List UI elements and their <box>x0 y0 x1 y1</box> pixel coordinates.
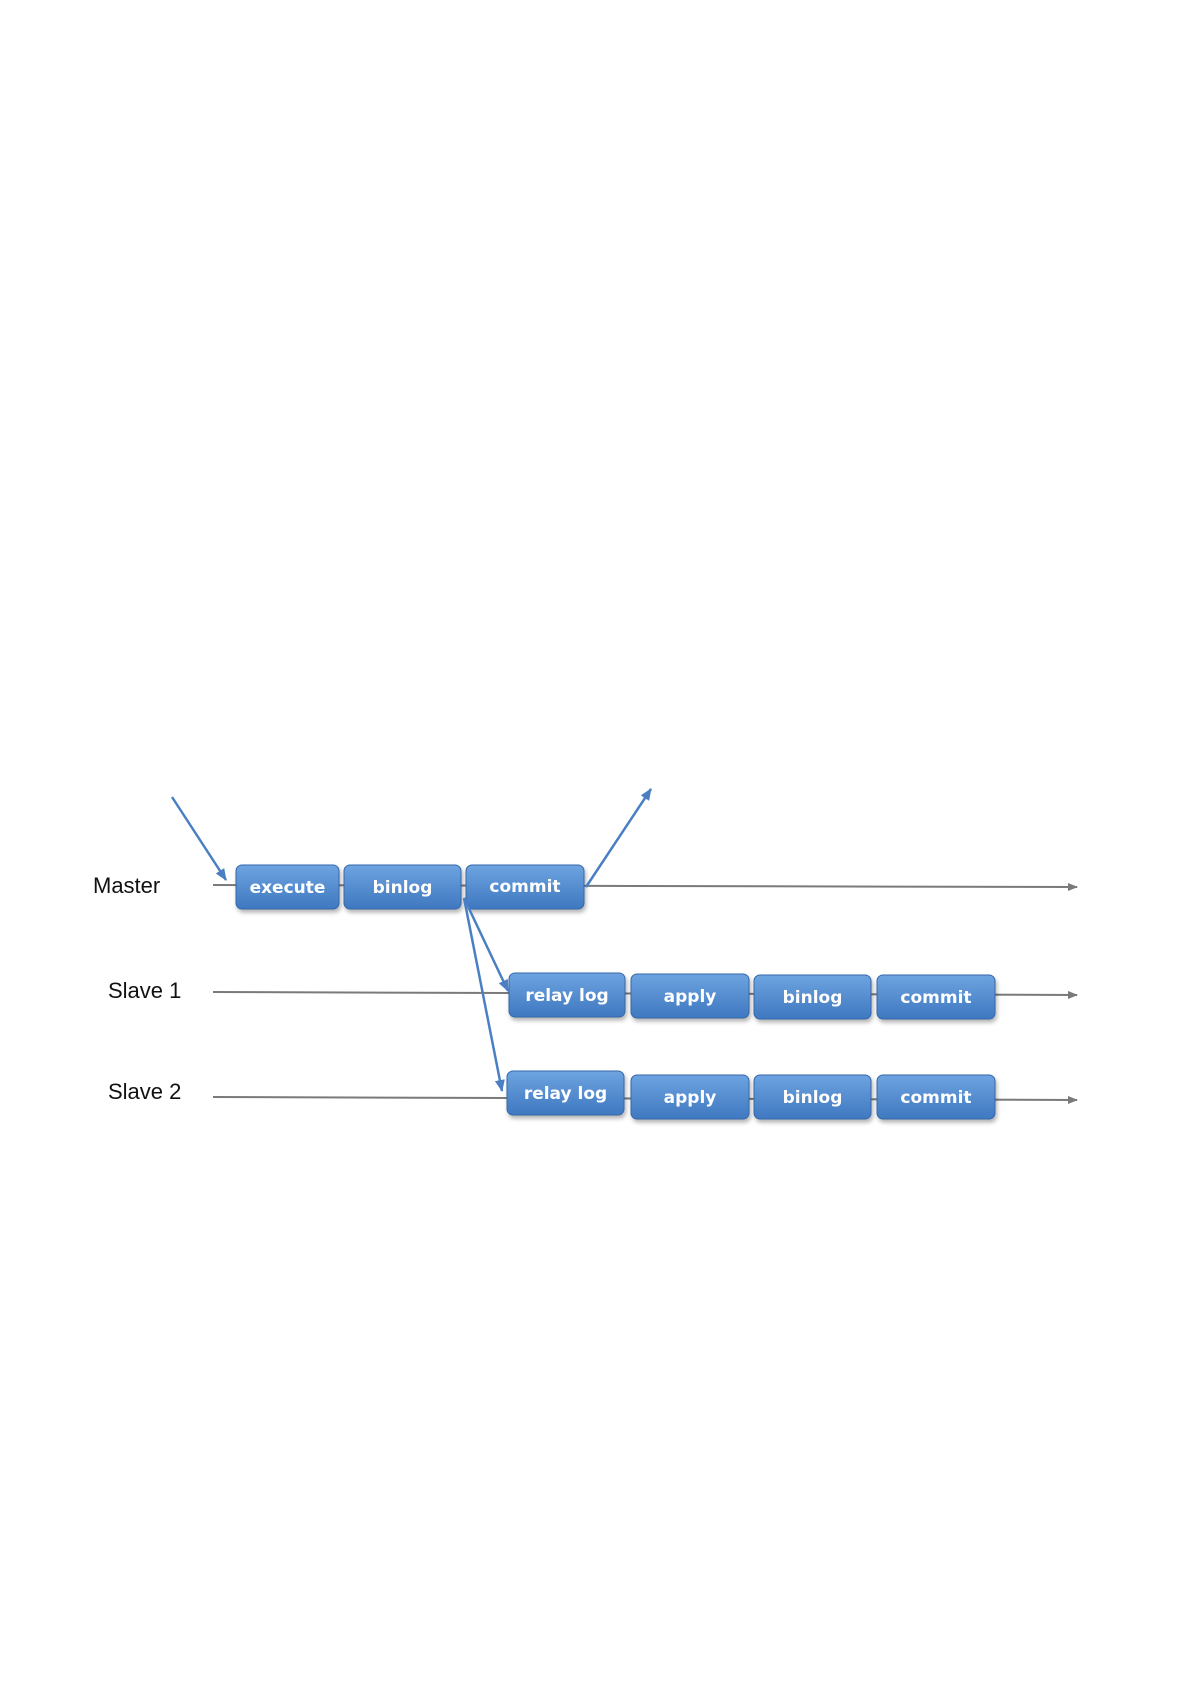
slave-2-step-relay-log-label: relay log <box>524 1084 607 1104</box>
master-step-binlog-label: binlog <box>373 878 433 898</box>
master-step-execute: execute <box>236 865 339 909</box>
slave-2-label: Slave 2 <box>108 1079 181 1104</box>
slave-1-step-binlog: binlog <box>754 975 871 1019</box>
master-step-commit: commit <box>466 865 584 909</box>
slave-2-step-relay-log: relay log <box>507 1071 624 1115</box>
master-label: Master <box>93 873 160 898</box>
binlog-to-slave-1-arrow <box>464 898 508 991</box>
slave-2-step-binlog-label: binlog <box>783 1088 843 1108</box>
slave-2-step-apply: apply <box>631 1075 749 1119</box>
slave-1-step-binlog-label: binlog <box>783 988 843 1008</box>
slave-2-step-apply-label: apply <box>664 1088 717 1108</box>
slave-1-step-relay-log-label: relay log <box>525 986 608 1006</box>
master-timeline <box>213 885 1077 887</box>
master-step-execute-label: execute <box>250 878 326 898</box>
master-step-commit-label: commit <box>489 877 560 897</box>
slave-1-step-commit-label: commit <box>900 988 971 1008</box>
slave-2-step-commit-label: commit <box>900 1088 971 1108</box>
slave-1-step-apply: apply <box>631 974 749 1018</box>
slave-1-step-relay-log: relay log <box>509 973 625 1017</box>
binlog-to-slave-2-arrow <box>464 898 502 1091</box>
slave-2-step-binlog: binlog <box>754 1075 871 1119</box>
client-response-arrow <box>586 789 651 887</box>
slave-2-step-commit: commit <box>877 1075 995 1119</box>
slave-1-label: Slave 1 <box>108 978 181 1003</box>
client-request-arrow <box>172 797 226 880</box>
master-step-binlog: binlog <box>344 865 461 909</box>
slave-1-step-apply-label: apply <box>664 987 717 1007</box>
slave-1-step-commit: commit <box>877 975 995 1019</box>
